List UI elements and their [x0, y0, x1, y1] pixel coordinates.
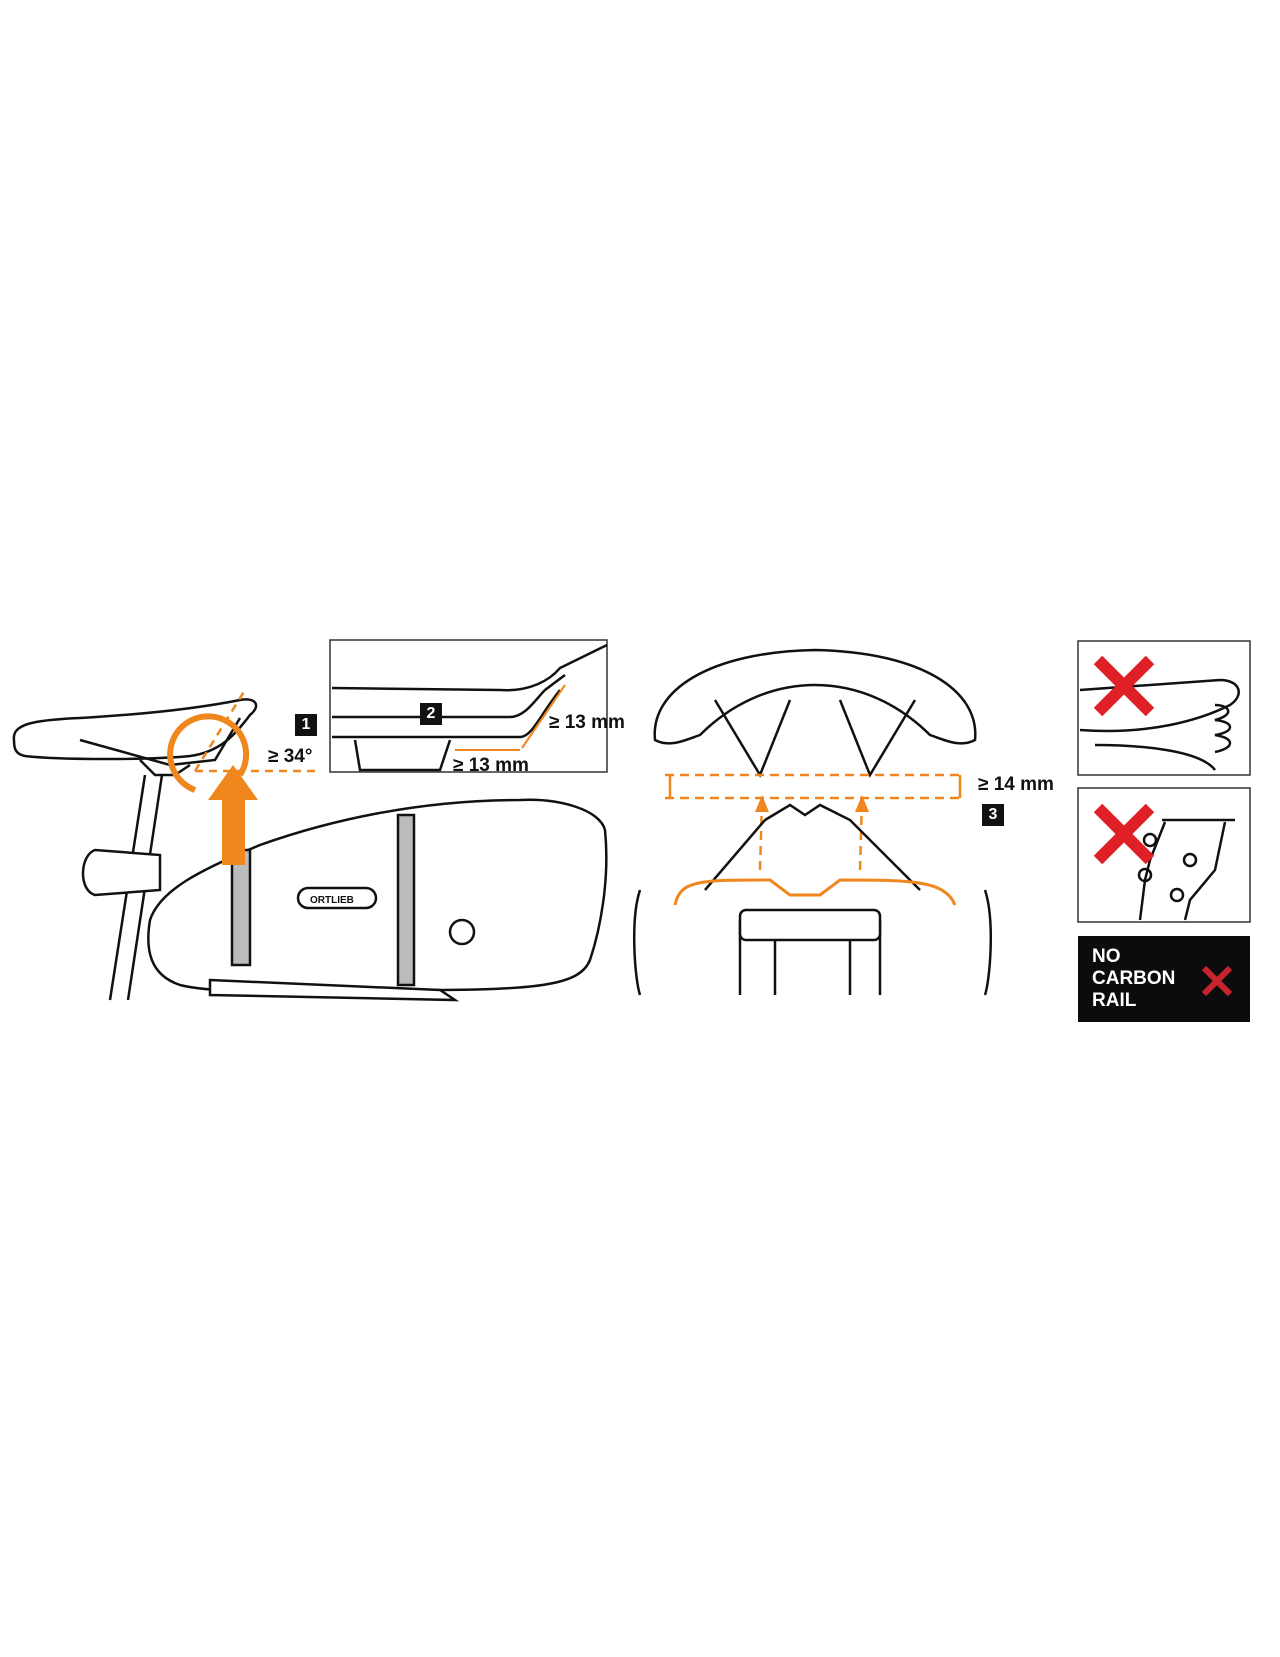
step-1-badge: 1 [295, 714, 317, 736]
saddle-side-view [12, 698, 258, 777]
red-x-icon [1201, 965, 1233, 997]
clearance-lines [665, 773, 965, 871]
step-2-vertical-clearance-label: ≥ 13 mm [549, 712, 625, 733]
rotate-arrow-icon [167, 713, 250, 793]
warning-panel-suspension-seatpost [1077, 787, 1251, 923]
no-carbon-line-2: CARBON [1092, 968, 1176, 989]
saddle-rear-view [653, 648, 977, 778]
no-carbon-rail-panel: NO CARBON RAIL [1078, 936, 1250, 1022]
step-2-horizontal-clearance-label: ≥ 13 mm [453, 755, 529, 776]
seatbag-rear-view [633, 803, 992, 996]
step-2-badge: 2 [420, 703, 442, 725]
ortlieb-logo: ORTLIEB [310, 895, 354, 906]
step-3-badge: 3 [982, 804, 1004, 826]
step-3-clearance-label: ≥ 14 mm [978, 774, 1054, 795]
carbon-rail-highlight [673, 878, 957, 906]
no-carbon-line-1: NO [1092, 946, 1121, 967]
no-carbon-line-3: RAIL [1092, 990, 1137, 1011]
step2-detail-panel [329, 639, 608, 773]
warning-panel-suspension-saddle [1077, 640, 1251, 776]
seat-bag [81, 798, 608, 1002]
up-arrow-icon [208, 765, 258, 865]
step-1-angle-label: ≥ 34° [268, 746, 313, 767]
